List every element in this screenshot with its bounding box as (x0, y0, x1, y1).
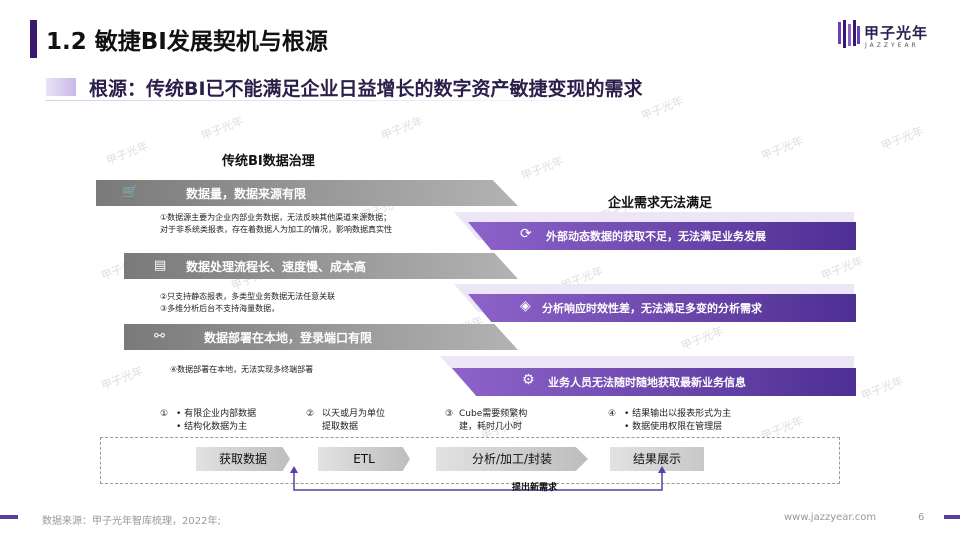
flow-step-result: 结果展示 (610, 447, 704, 471)
logo-mark-icon (838, 20, 860, 48)
watermark: 甲子光年 (819, 254, 866, 283)
right-band-3-label: 业务人员无法随时随地获取最新业务信息 (548, 376, 746, 389)
right-band-3: ⚙ 业务人员无法随时随地获取最新业务信息 (452, 368, 856, 396)
chat-icon: ▤ (154, 258, 167, 273)
subtitle: 根源：传统BI已不能满足企业日益增长的数字资产敏捷变现的需求 (89, 78, 643, 100)
watermark: 甲子光年 (104, 139, 151, 168)
left-band-3: ⚯ 数据部署在本地，登录端口有限 (124, 324, 518, 350)
left-band-1: 🛒 数据量，数据来源有限 (96, 180, 518, 206)
flow-step-analyze: 分析/加工/封装 (436, 447, 588, 471)
watermark: 甲子光年 (639, 94, 686, 123)
logo-subtext: JAZZYEAR (865, 42, 919, 49)
feedback-label: 提出新需求 (512, 483, 558, 493)
note-line: 建，耗时几小时 (459, 422, 523, 432)
note-line: • 数据使用权限在管理层 (624, 422, 723, 432)
left-band-3-label: 数据部署在本地，登录端口有限 (204, 331, 373, 345)
note-number: ④ (608, 409, 617, 419)
note-number: ③ (445, 409, 454, 419)
desc-line: 对于非系统类报表，存在着数据人为加工的情况，影响数据真实性 (160, 225, 392, 234)
footer-url[interactable]: www.jazzyear.com (784, 512, 877, 523)
title-accent-bar (30, 20, 37, 58)
desc-line: ①数据源主要为企业内部业务数据，无法反映其他渠道来源数据； (160, 213, 392, 222)
right-band-2-label: 分析响应时效性差，无法满足多变的分析需求 (542, 302, 762, 315)
note-number: ② (306, 409, 315, 419)
watermark: 甲子光年 (759, 134, 806, 163)
subtitle-divider (46, 100, 716, 101)
left-section-heading: 传统BI数据治理 (222, 154, 315, 169)
desc-line: ②只支持静态报表，多类型业务数据无法任意关联 (160, 292, 336, 301)
watermark: 甲子光年 (879, 124, 926, 153)
page-number: 6 (918, 512, 925, 523)
page-title: 1.2 敏捷BI发展契机与根源 (46, 29, 328, 55)
note-line: • 有限企业内部数据 (176, 409, 257, 419)
desc-line: ③多维分析后台不支持海量数据， (160, 304, 280, 313)
desc-line: ④数据部署在本地，无法实现多终端部署 (170, 365, 314, 374)
note-line: 以天或月为单位 (322, 409, 386, 419)
note-1: ① • 有限企业内部数据 • 结构化数据为主 (160, 408, 256, 432)
gear-icon: ⚙ (522, 372, 535, 388)
left-band-1-label: 数据量，数据来源有限 (186, 187, 307, 201)
note-2: ② 以天或月为单位 提取数据 (306, 408, 385, 432)
watermark: 甲子光年 (679, 324, 726, 353)
note-number: ① (160, 409, 169, 419)
flow-step-acquire: 获取数据 (196, 447, 290, 471)
right-band-1: ⟳ 外部动态数据的获取不足，无法满足业务发展 (468, 222, 856, 250)
brand-logo: 甲子光年 JAZZYEAR (838, 18, 938, 54)
note-line: Cube需要频繁构 (459, 409, 528, 419)
watermark: 甲子光年 (199, 114, 246, 143)
watermark: 甲子光年 (99, 364, 146, 393)
note-4: ④ • 结果输出以报表形式为主 • 数据使用权限在管理层 (608, 408, 731, 432)
watermark: 甲子光年 (379, 114, 426, 143)
left-band-2-label: 数据处理流程长、速度慢、成本高 (186, 260, 367, 274)
footer-accent-right (944, 515, 960, 519)
note-line: • 结果输出以报表形式为主 (624, 409, 732, 419)
left-band-2: ▤ 数据处理流程长、速度慢、成本高 (124, 253, 518, 279)
footer-accent-left (0, 515, 18, 519)
right-band-2: ◈ 分析响应时效性差，无法满足多变的分析需求 (468, 294, 856, 322)
refresh-icon: ⟳ (520, 226, 532, 242)
tag-icon: ◈ (520, 298, 531, 314)
flow-container (100, 437, 840, 484)
left-band-1-desc: ①数据源主要为企业内部业务数据，无法反映其他渠道来源数据； 对于非系统类报表，存… (160, 212, 392, 236)
note-line: 提取数据 (322, 422, 359, 432)
logo-text: 甲子光年 (864, 24, 929, 42)
right-section-heading: 企业需求无法满足 (608, 196, 713, 211)
note-line: • 结构化数据为主 (176, 422, 248, 432)
watermark: 甲子光年 (859, 374, 906, 403)
subtitle-accent (46, 78, 76, 96)
share-icon: ⚯ (154, 329, 165, 344)
right-band-1-label: 外部动态数据的获取不足，无法满足业务发展 (546, 230, 766, 243)
feedback-arrow (290, 466, 666, 491)
note-3: ③ Cube需要频繁构 建，耗时几小时 (445, 408, 527, 432)
left-band-2-desc: ②只支持静态报表，多类型业务数据无法任意关联 ③多维分析后台不支持海量数据， (160, 291, 335, 315)
cart-icon: 🛒 (122, 185, 139, 200)
left-band-3-desc: ④数据部署在本地，无法实现多终端部署 (170, 364, 313, 376)
footer-source: 数据来源：甲子光年智库梳理，2022年; (42, 516, 221, 527)
flow-step-etl: ETL (318, 447, 410, 471)
watermark: 甲子光年 (519, 154, 566, 183)
